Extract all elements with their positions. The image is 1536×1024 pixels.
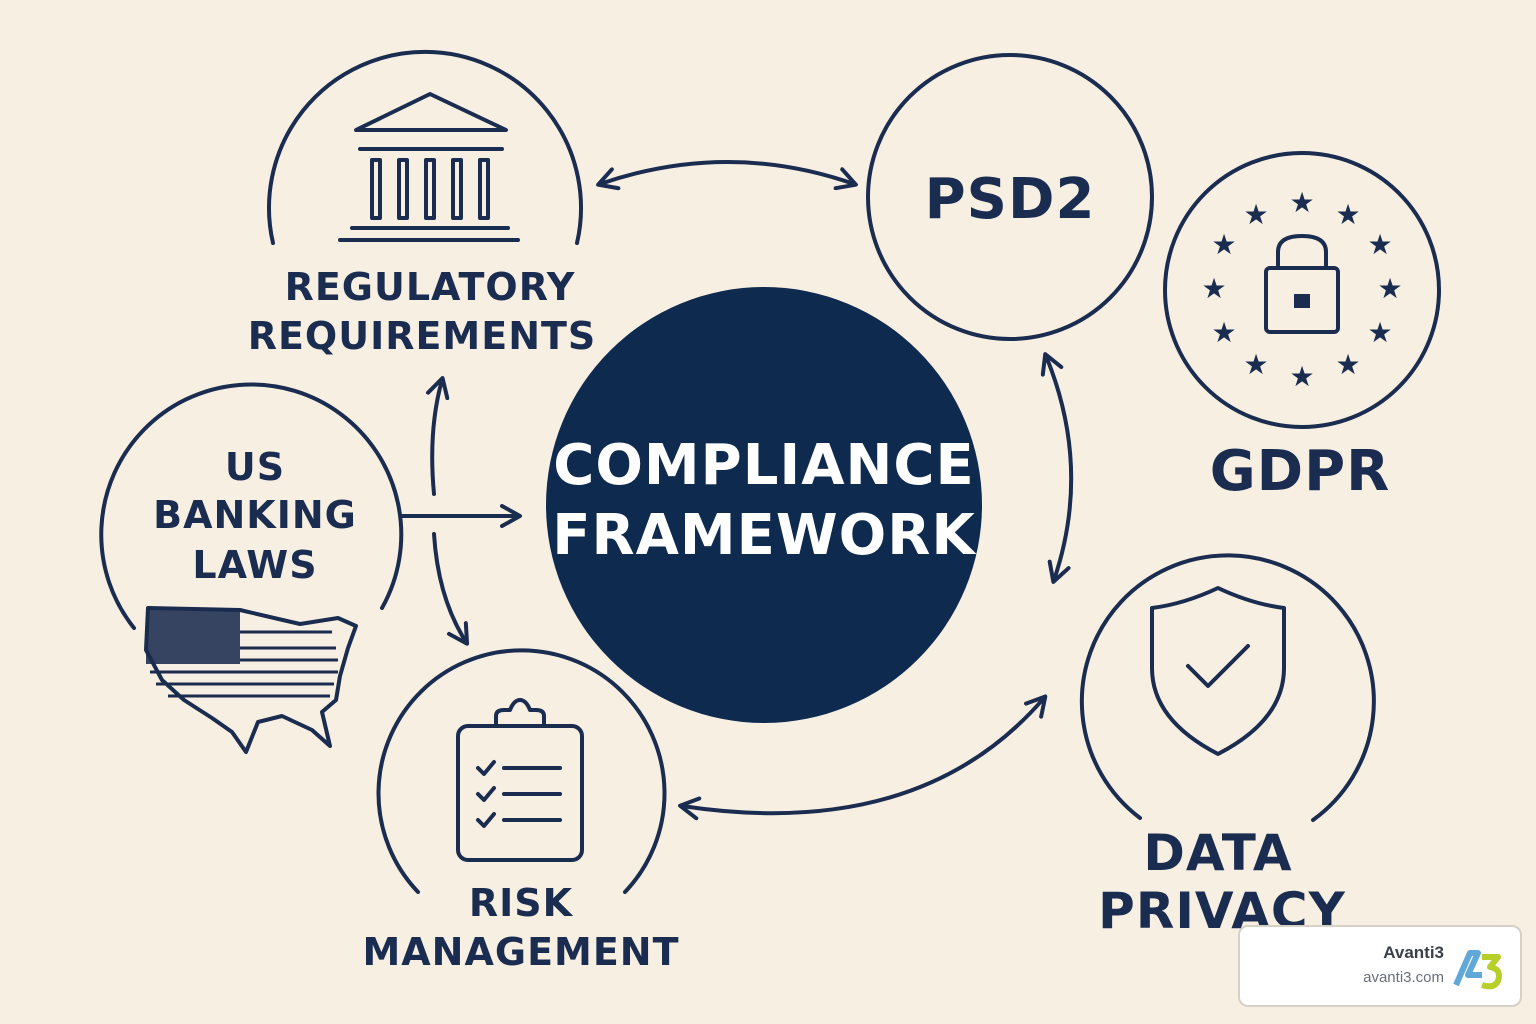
svg-text:★: ★ [1335,198,1360,231]
regulatory-label-line1: REGULATORY [285,265,576,309]
regulatory-label-line2: REQUIREMENTS [248,314,597,358]
svg-text:★: ★ [1211,316,1236,349]
risk-label-line1: RISK [469,881,574,925]
us-banking-label-line3: LAWS [192,543,317,587]
us-banking-label-line2: BANKING [153,493,357,537]
us-banking-laws-node: US BANKING LAWS [99,382,404,754]
padlock-icon [1264,234,1340,334]
shield-check-icon [1150,586,1286,756]
clipboard-checklist-icon [456,698,584,862]
svg-text:★: ★ [1211,228,1236,261]
risk-label-line2: MANAGEMENT [362,930,679,974]
connector-arrows [400,160,1074,821]
gdpr-node: ★ ★ ★ ★ ★ ★ ★ ★ ★ ★ ★ ★ GDPR [1163,151,1441,504]
bank-building-icon [338,92,520,242]
data-privacy-node: DATA PRIVACY [1079,553,1376,940]
us-banking-label-line1: US [225,445,285,489]
arrow-psd2-data-privacy [1040,352,1074,584]
psd2-node: PSD2 [866,53,1154,341]
svg-text:★: ★ [1201,272,1226,305]
arrow-us-banking-risk [432,532,470,646]
eu-stars-icon: ★ ★ ★ ★ ★ ★ ★ ★ ★ ★ ★ ★ [1201,186,1402,393]
svg-text:★: ★ [1335,348,1360,381]
avanti3-logo-icon [1453,950,1502,990]
svg-text:★: ★ [1243,348,1268,381]
gdpr-label: GDPR [1210,439,1391,504]
svg-text:★: ★ [1289,186,1314,219]
arrow-regulatory-psd2 [596,160,858,191]
us-flag-map-icon [144,606,358,754]
arrow-data-privacy-risk [678,694,1048,821]
center-label-line1: COMPLIANCE [553,433,975,498]
svg-text:★: ★ [1367,316,1392,349]
arrow-us-banking-regulatory [426,376,450,496]
risk-management-node: RISK MANAGEMENT [362,648,679,974]
svg-text:★: ★ [1377,272,1402,305]
center-label-line2: FRAMEWORK [552,503,977,568]
brand-name: Avanti3 [1383,943,1444,962]
svg-text:★: ★ [1289,360,1314,393]
brand-badge[interactable]: Avanti3 avanti3.com [1238,925,1522,1007]
svg-text:★: ★ [1367,228,1392,261]
regulatory-requirements-node: REGULATORY REQUIREMENTS [248,49,597,358]
compliance-framework-node: COMPLIANCE FRAMEWORK [546,287,982,723]
data-privacy-label-line1: DATA [1143,824,1292,882]
brand-url[interactable]: avanti3.com [1363,969,1444,986]
psd2-label: PSD2 [925,167,1096,232]
svg-text:★: ★ [1243,198,1268,231]
